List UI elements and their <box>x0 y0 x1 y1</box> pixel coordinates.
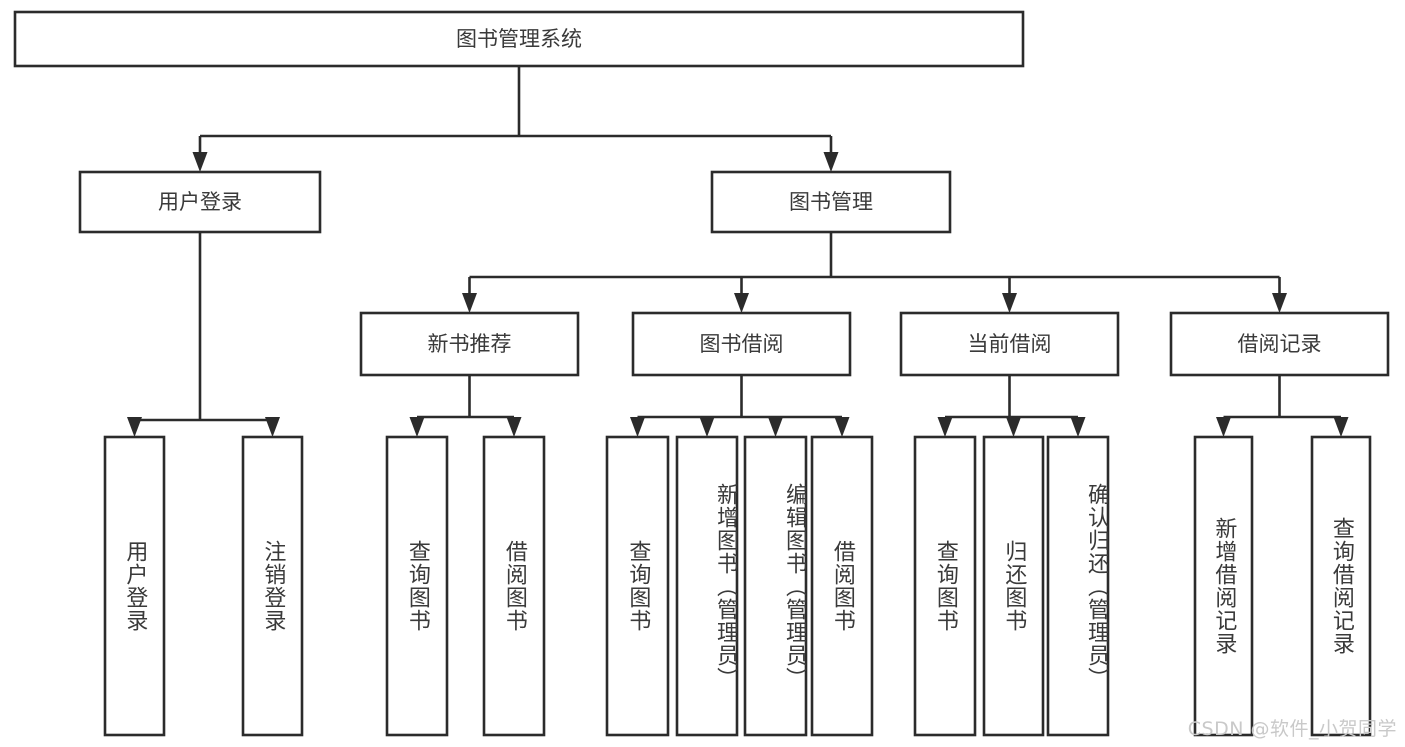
node-label-current-borrow: 当前借阅 <box>968 332 1052 356</box>
connector-lines <box>127 66 1349 437</box>
to-leaf-add-borrow-record-arrowhead <box>1216 417 1231 437</box>
node-box-leaf-return-book[interactable] <box>982 435 1045 737</box>
to-current-borrow-arrowhead <box>1002 293 1017 313</box>
node-label-root: 图书管理系统 <box>456 27 582 51</box>
to-book-borrow-arrowhead <box>734 293 749 313</box>
to-leaf-query-book-3-arrowhead <box>937 417 953 437</box>
node-label-book-borrow: 图书借阅 <box>700 332 784 356</box>
node-box-book-manage[interactable] <box>710 170 952 234</box>
node-label-new-book-recommend: 新书推荐 <box>428 332 512 356</box>
to-leaf-edit-book-arrowhead <box>768 417 783 437</box>
to-book-manage-arrowhead <box>823 152 839 172</box>
to-leaf-query-book-1-arrowhead <box>409 417 425 437</box>
node-box-root[interactable] <box>13 10 1025 68</box>
node-box-new-book-recommend[interactable] <box>359 311 580 377</box>
to-leaf-borrow-book-1-arrowhead <box>506 417 522 437</box>
to-leaf-query-book-2-arrowhead <box>630 417 645 437</box>
node-boxes <box>13 10 1390 737</box>
node-box-leaf-query-borrow-record[interactable] <box>1310 435 1372 737</box>
node-box-user-login[interactable] <box>78 170 322 234</box>
node-label-user-login: 用户登录 <box>158 190 242 214</box>
node-box-leaf-logout-login[interactable] <box>241 435 304 737</box>
node-box-leaf-add-book[interactable] <box>675 435 739 737</box>
node-box-leaf-user-login[interactable] <box>103 435 166 737</box>
to-user-login-arrowhead <box>192 152 208 172</box>
node-box-leaf-confirm-return[interactable] <box>1046 435 1110 737</box>
to-leaf-return-book-arrowhead <box>1006 417 1021 437</box>
node-label-borrow-record: 借阅记录 <box>1238 332 1322 356</box>
node-box-leaf-borrow-book-2[interactable] <box>810 435 874 737</box>
node-box-leaf-edit-book[interactable] <box>743 435 808 737</box>
to-leaf-query-borrow-record-arrowhead <box>1333 417 1349 437</box>
node-box-current-borrow[interactable] <box>899 311 1120 377</box>
node-box-leaf-query-book-3[interactable] <box>913 435 977 737</box>
to-new-book-recommend-arrowhead <box>462 293 477 313</box>
node-box-leaf-query-book-1[interactable] <box>385 435 449 737</box>
node-box-leaf-query-book-2[interactable] <box>605 435 670 737</box>
to-leaf-confirm-return-arrowhead <box>1070 417 1086 437</box>
node-box-leaf-borrow-book-1[interactable] <box>482 435 546 737</box>
to-leaf-user-login-arrowhead <box>127 417 142 437</box>
node-box-book-borrow[interactable] <box>631 311 852 377</box>
node-box-borrow-record[interactable] <box>1169 311 1390 377</box>
node-label-book-manage: 图书管理 <box>789 190 873 214</box>
to-leaf-borrow-book-2-arrowhead <box>834 417 850 437</box>
node-box-leaf-add-borrow-record[interactable] <box>1193 435 1254 737</box>
to-leaf-add-book-arrowhead <box>699 417 715 437</box>
to-borrow-record-arrowhead <box>1272 293 1287 313</box>
to-leaf-logout-login-arrowhead <box>265 417 280 437</box>
